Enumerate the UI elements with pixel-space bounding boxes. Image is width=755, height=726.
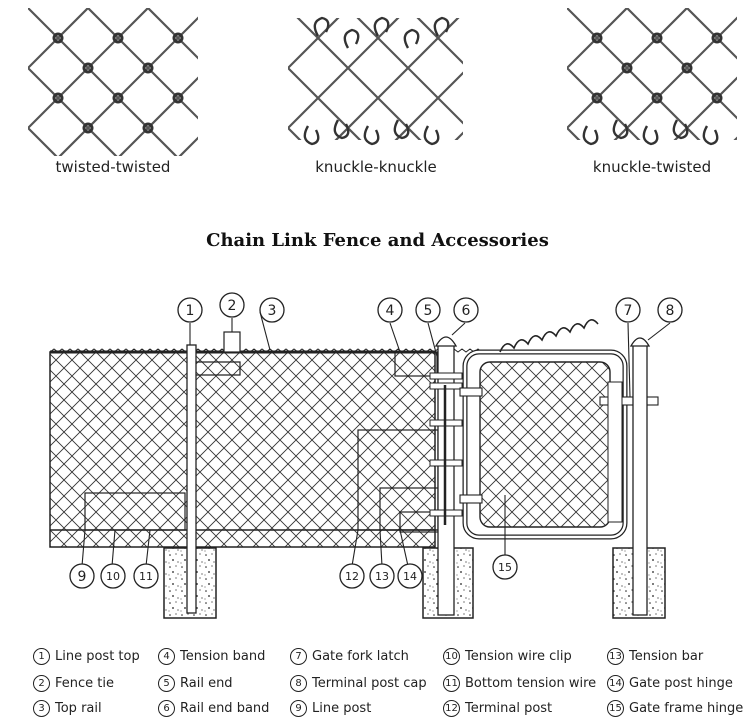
callout-label-6: 6 [462,303,471,319]
weave-label-twisted-twisted: twisted-twisted [55,158,171,176]
callout-label-5: 5 [424,303,433,319]
callout-7 [615,297,641,323]
callout-label-9: 9 [78,569,87,585]
callout-label-1: 1 [186,303,195,319]
callout-markers [69,292,683,589]
callout-label-10: 10 [106,570,120,583]
callout-label-14: 14 [403,570,417,583]
knuckle-knuckle-mesh-icon [288,16,463,146]
callout-label-3: 3 [268,303,277,319]
weave-label-knuckle-knuckle: knuckle-knuckle [315,158,437,176]
callout-label-8: 8 [666,303,675,319]
callout-label-15: 15 [498,561,512,574]
callout-9 [69,563,95,589]
callout-12 [339,563,365,589]
fence-diagram: 1 2 3 4 5 6 7 8 9 10 11 12 13 14 15 [49,292,683,619]
callout-14 [397,563,423,589]
callout-5 [415,297,441,323]
callout-15 [492,554,518,580]
terminal-post [422,336,474,619]
knuckle-twisted-mesh-icon [567,8,737,146]
callout-13 [369,563,395,589]
callout-label-12: 12 [345,570,359,583]
callout-label-4: 4 [386,303,395,319]
callout-label-7: 7 [624,303,633,319]
weave-label-knuckle-twisted: knuckle-twisted [592,158,712,176]
line-post [163,344,217,619]
terminal-post-right [612,337,666,619]
callout-1 [177,297,203,323]
callout-8 [657,297,683,323]
page-title: Chain Link Fence and Accessories [206,230,549,251]
callout-label-13: 13 [375,570,389,583]
callout-label-2: 2 [228,298,237,314]
callout-11 [133,563,159,589]
callout-10 [100,563,126,589]
callout-6 [453,297,479,323]
callout-4 [377,297,403,323]
gate [459,319,659,540]
callout-2 [219,292,245,318]
twisted-twisted-mesh-icon [28,8,198,156]
callout-label-11: 11 [139,570,153,583]
fence-mesh-panel [49,348,483,548]
callout-3 [259,297,285,323]
